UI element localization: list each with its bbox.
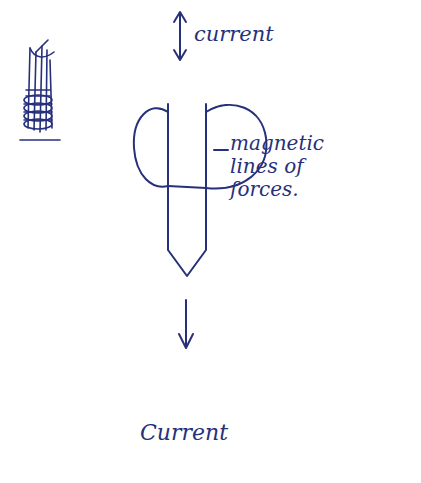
conductor	[168, 104, 206, 276]
leader-line	[214, 149, 228, 151]
text-label: magnetic lines of forces.	[230, 132, 330, 201]
text-label: current	[194, 22, 314, 46]
coil-sketch	[20, 40, 60, 140]
current-arrow	[179, 300, 193, 348]
current-arrow	[174, 12, 186, 60]
text-label: Current	[140, 420, 280, 445]
